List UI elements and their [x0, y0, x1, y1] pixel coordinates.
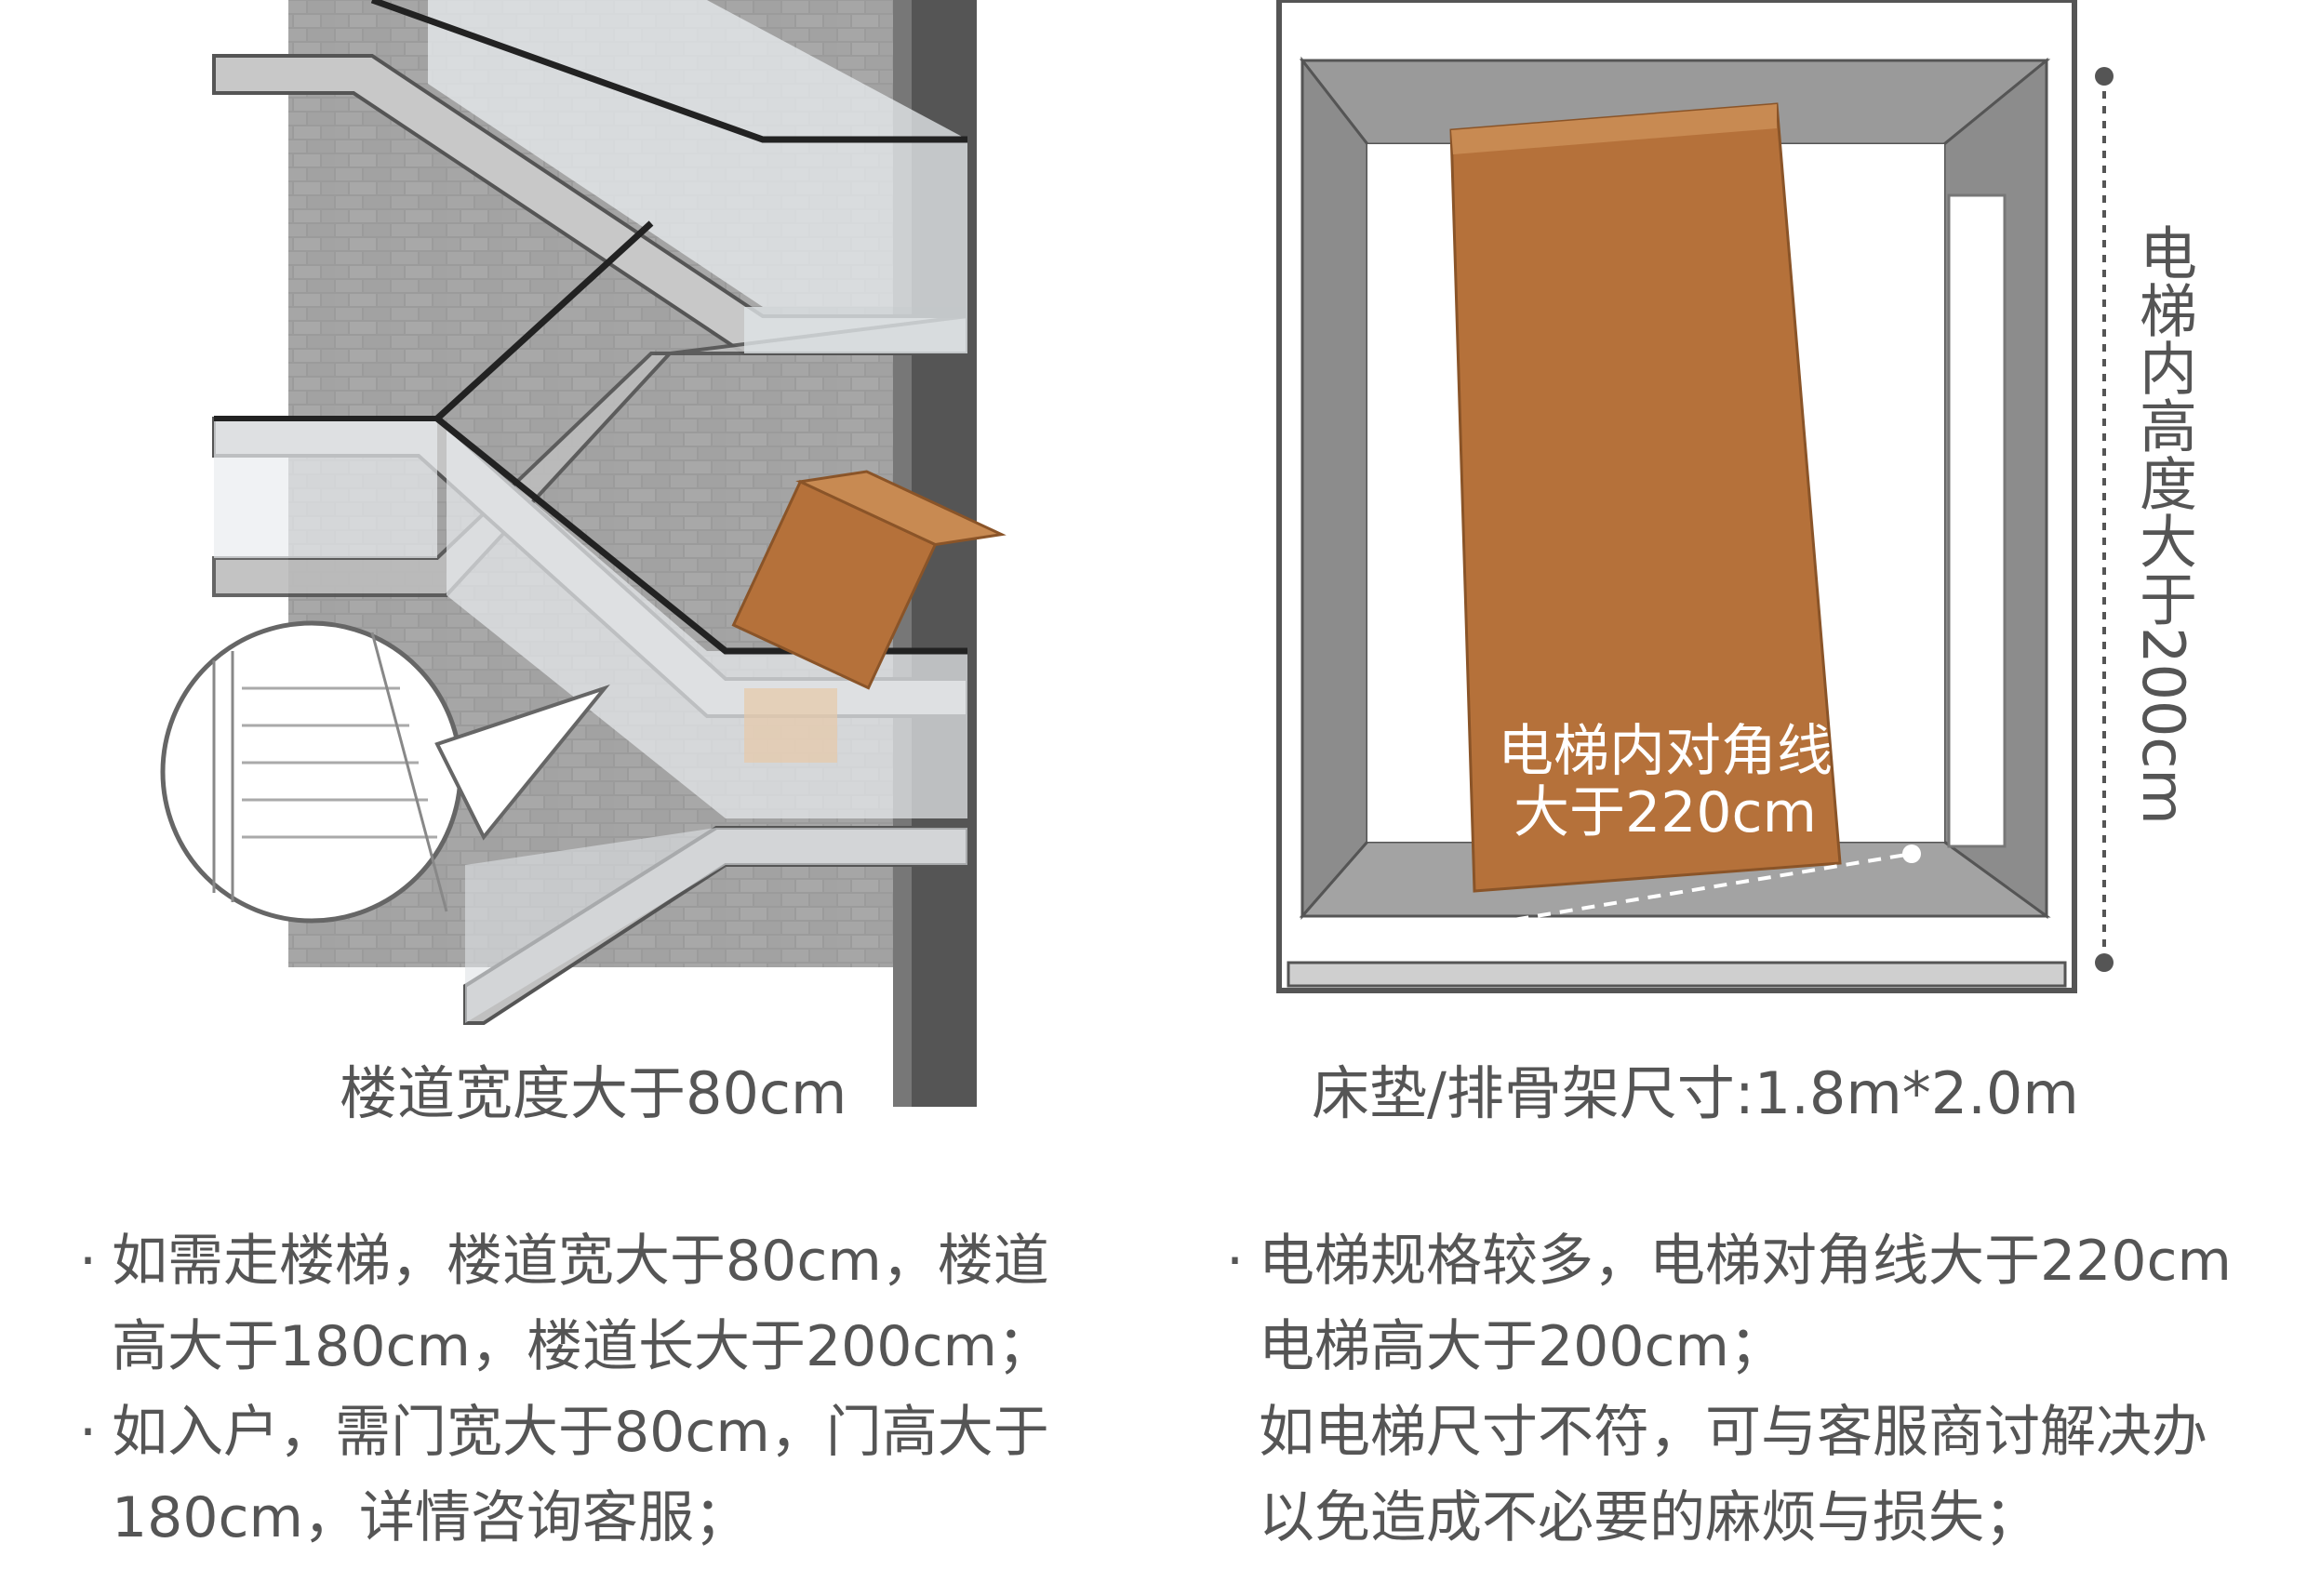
note-line: 以免造成不必要的麻烦与损失； [1259, 1485, 2040, 1550]
note-line: 如入户，需门宽大于80cm，门高大于 [79, 1390, 1102, 1475]
stairwell-illustration [160, 0, 1007, 1107]
illustration-canvas [160, 0, 2114, 1107]
box-on-stairs [731, 470, 1007, 690]
diagonal-label-line1: 电梯内对角线 [1498, 719, 1833, 784]
stairwell-caption: 楼道宽度大于80cm [340, 1059, 847, 1127]
elevator-height-label: 电梯内高度大于200cm [2129, 223, 2197, 825]
note-line: 如需走楼梯，楼道宽大于80cm，楼道 [79, 1218, 1102, 1304]
note-line: 如电梯尺寸不符，可与客服商讨解决办 [1259, 1400, 2207, 1465]
stairs-notes: 如需走楼梯，楼道宽大于80cm，楼道 高大于180cm，楼道长大于200cm； … [79, 1218, 1102, 1561]
mattress-size-caption: 床垫/排骨架尺寸:1.8m*2.0m [1312, 1059, 2079, 1127]
diagonal-label-line2: 大于220cm [1514, 780, 1817, 845]
diagonal-line [1339, 852, 1913, 951]
elevator-notes: 电梯规格较多，电梯对角线大于220cm 电梯高大于200cm； 如电梯尺寸不符，… [1226, 1218, 2296, 1561]
note-line: 电梯规格较多，电梯对角线大于220cm [1226, 1218, 2296, 1304]
note-line: 180cm，详情咨询客服； [112, 1485, 750, 1550]
elevator-left-wall [1300, 56, 1369, 920]
elevator-illustration [1276, 0, 2114, 993]
magnifier-detail [160, 620, 610, 924]
note-line: 高大于180cm，楼道长大于200cm； [112, 1314, 1053, 1379]
diagonal-label: 电梯内对角线 大于220cm [1498, 721, 1833, 844]
note-line: 电梯高大于200cm； [1259, 1314, 1785, 1379]
